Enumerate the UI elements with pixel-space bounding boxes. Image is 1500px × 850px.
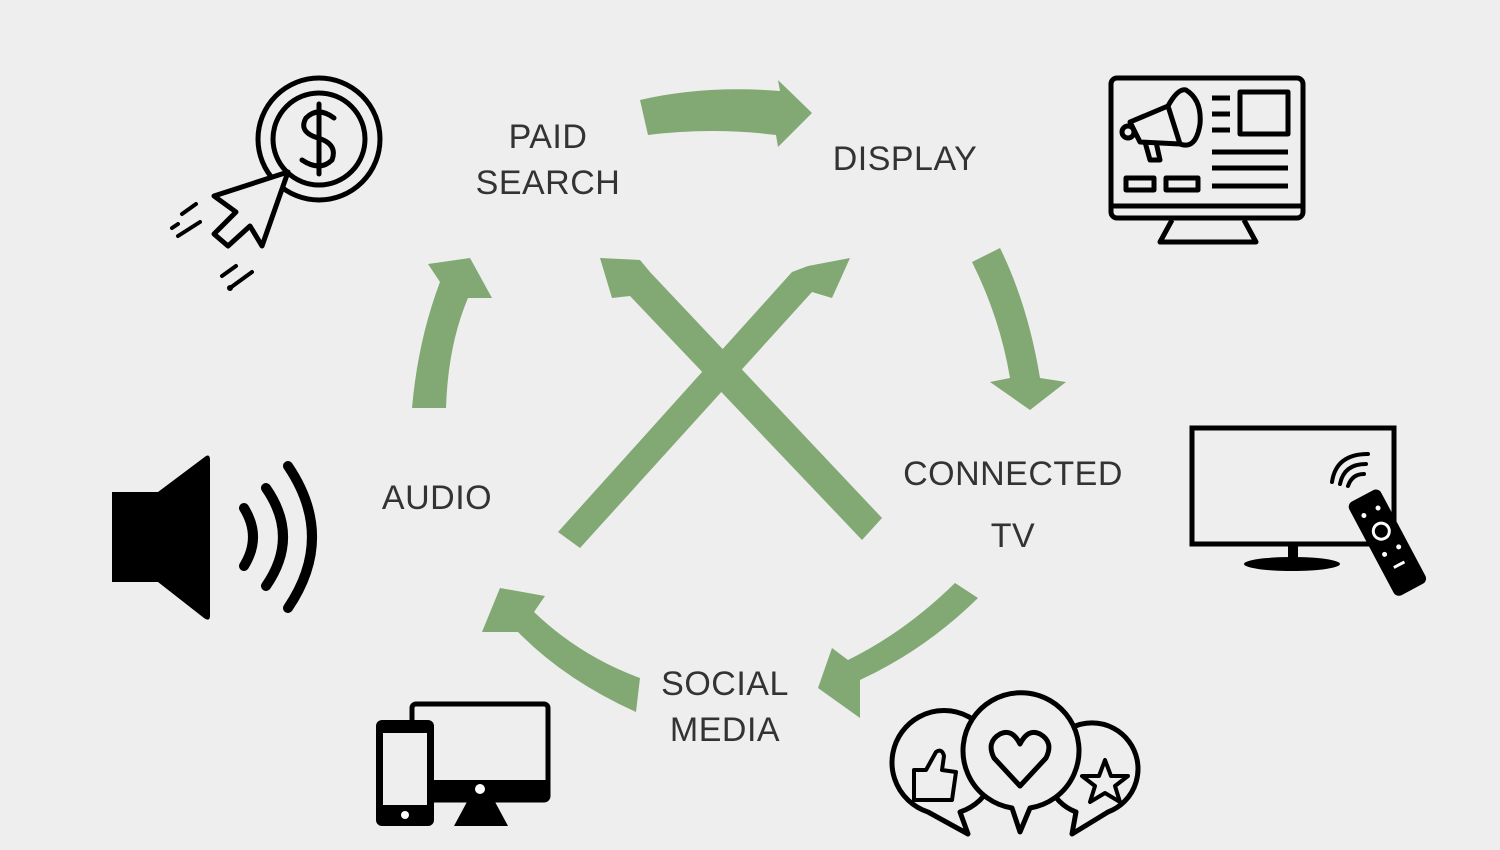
social-speech-bubbles-icon [889, 690, 1141, 837]
node-label-line: CONNECTED [903, 455, 1123, 493]
node-label-audio: AUDIO [362, 475, 512, 521]
node-label-paid-search: PAID SEARCH [448, 114, 648, 206]
tv-remote-icon [1189, 425, 1427, 596]
node-label-line: SOCIAL [661, 665, 789, 703]
node-label-line: MEDIA [669, 711, 781, 749]
dollar-coin-cursor-icon [170, 75, 383, 291]
phone-desktop-devices-icon [376, 701, 551, 826]
node-label-connected-tv: CONNECTED TV [888, 443, 1138, 567]
speaker-volume-icon [112, 455, 317, 620]
arrow-display-to-connected-tv [972, 248, 1066, 410]
node-label-line: TV [990, 517, 1036, 555]
cross-arrow-up-left [600, 258, 882, 540]
cycle-arrows [412, 80, 1066, 718]
arrow-audio-to-paid-search [412, 258, 492, 408]
node-label-line: SEARCH [475, 164, 621, 202]
arrow-paid-search-to-display [640, 80, 812, 147]
center-cross-arrows [558, 258, 882, 548]
node-label-social-media: SOCIAL MEDIA [625, 661, 825, 753]
cross-arrow-up-right [558, 258, 850, 548]
node-label-line: PAID [508, 118, 588, 156]
node-label-line: AUDIO [381, 479, 493, 517]
node-label-line: DISPLAY [832, 140, 978, 178]
arrow-social-media-to-audio [482, 588, 640, 712]
arrow-connected-tv-to-social-media [818, 583, 978, 718]
node-label-display: DISPLAY [815, 136, 995, 182]
monitor-megaphone-ad-icon [1108, 75, 1306, 245]
